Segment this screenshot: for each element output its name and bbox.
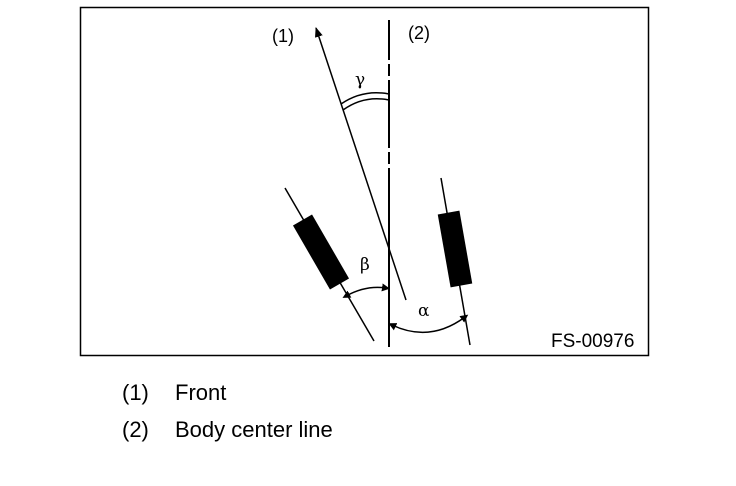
alpha-angle-arc bbox=[388, 314, 469, 334]
legend-item: (1) Front bbox=[122, 380, 333, 417]
diagram-frame bbox=[79, 6, 650, 357]
left-wheel bbox=[292, 214, 350, 290]
legend-text: Front bbox=[175, 380, 227, 405]
right-wheel bbox=[437, 210, 473, 288]
callout-body-center-line: (2) bbox=[408, 23, 430, 43]
legend: (1) Front (2) Body center line bbox=[122, 380, 333, 454]
beta-angle-arc bbox=[342, 283, 390, 298]
legend-number: (2) bbox=[122, 417, 149, 442]
legend-number: (1) bbox=[122, 380, 149, 405]
legend-text: Body center line bbox=[175, 417, 333, 442]
gamma-angle-arc bbox=[342, 98, 390, 111]
legend-item: (2) Body center line bbox=[122, 417, 333, 454]
angle-label-gamma: γ bbox=[355, 70, 365, 90]
gamma-angle-arc-inner bbox=[340, 92, 390, 105]
angle-label-beta: β bbox=[360, 255, 370, 275]
figure-id: FS-00976 bbox=[551, 331, 634, 352]
front-direction-arrow bbox=[315, 27, 407, 301]
angle-label-alpha: α bbox=[418, 301, 430, 321]
callout-front: (1) bbox=[272, 26, 294, 46]
